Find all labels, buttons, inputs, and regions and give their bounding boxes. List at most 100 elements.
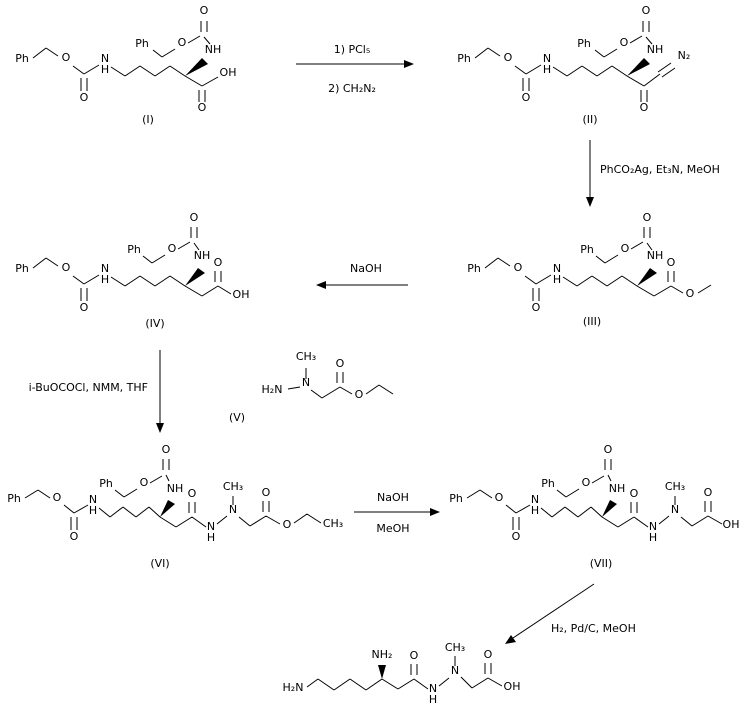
atom-nh: NH: [647, 43, 664, 56]
atom-nh2: NH₂: [372, 648, 393, 661]
atom-n: N: [451, 664, 459, 677]
atom-ph: Ph: [577, 37, 591, 50]
reaction-arrow-step6: H₂, Pd/C, MeOH: [505, 583, 636, 644]
atom-ch3: CH₃: [323, 517, 343, 530]
compound-final-product: H₂N NH₂ O N H N CH₃ O OH: [283, 641, 521, 706]
atom-n: N: [553, 262, 561, 275]
atom-nh: NH: [167, 482, 184, 495]
atom-h2n: H₂N: [262, 383, 283, 396]
atom-o: O: [630, 487, 639, 500]
atom-nh: NH: [647, 249, 664, 262]
atom-o: O: [704, 486, 713, 499]
atom-o: O: [667, 256, 676, 269]
atom-o: O: [188, 487, 197, 500]
compound-label-VII: (VII): [590, 557, 613, 570]
atom-h: H: [429, 693, 437, 706]
arrowhead-left-icon: [316, 281, 326, 289]
compound-VI-bonds: [24, 459, 322, 530]
atom-h: H: [89, 504, 97, 517]
atom-ch3: CH₃: [296, 350, 316, 363]
compound-VI: Ph O O N H NH O N H N CH₃ O O CH₃ O O Ph…: [7, 443, 343, 570]
atom-ph: Ph: [135, 37, 149, 50]
compound-III: Ph O O N H NH O O O O Ph (III): [467, 211, 712, 328]
condition-step5-line2: MeOH: [376, 522, 409, 535]
atom-h: H: [553, 273, 561, 286]
condition-step4: i-BuOCOCl, NMM, THF: [29, 381, 148, 394]
atom-o: O: [410, 649, 419, 662]
atom-o: O: [168, 242, 177, 255]
atom-ph: Ph: [99, 477, 113, 490]
stereo-wedge: [160, 500, 175, 517]
atom-nh: NH: [194, 249, 211, 262]
atom-h: H: [649, 531, 657, 544]
atom-o: O: [532, 301, 541, 314]
atom-o: O: [686, 287, 695, 300]
compound-II: Ph O O N H NH O N₂ O O Ph (II): [457, 4, 690, 126]
atom-n: N: [531, 493, 539, 506]
compound-V-bonds: [287, 368, 394, 399]
atom-oh: OH: [233, 288, 250, 301]
final-product-bonds: [306, 656, 503, 691]
reaction-arrow-step3: NaOH: [316, 262, 408, 289]
arrowhead-right-icon: [430, 508, 440, 516]
compound-label-III: (III): [583, 315, 601, 328]
atom-n: N: [89, 493, 97, 506]
atom-n: N: [429, 682, 437, 695]
atom-ch3: CH₃: [445, 641, 465, 654]
atom-o: O: [178, 36, 187, 49]
atom-o: O: [80, 91, 89, 104]
atom-nh: NH: [205, 43, 222, 56]
atom-ph: Ph: [7, 492, 21, 505]
stereo-wedge: [185, 58, 208, 76]
compound-label-VI: (VI): [150, 557, 169, 570]
arrow-line: [512, 583, 595, 639]
atom-ph: Ph: [127, 243, 141, 256]
reaction-arrow-step4: i-BuOCOCl, NMM, THF: [29, 350, 164, 433]
atom-o: O: [336, 357, 345, 370]
compound-label-II: (II): [582, 113, 597, 126]
atom-o: O: [190, 211, 199, 224]
compound-I: Ph O O N H NH O OH O O Ph (I): [15, 4, 236, 126]
atom-nh: NH: [609, 482, 626, 495]
condition-step1-line2: 2) CH₂N₂: [328, 82, 376, 95]
atom-o: O: [642, 4, 651, 17]
compound-I-bonds: [32, 21, 219, 102]
atom-o: O: [162, 443, 171, 456]
atom-n: N: [101, 262, 109, 275]
arrowhead-downleft-icon: [505, 635, 516, 644]
arrowhead-down-icon: [586, 197, 594, 207]
atom-oh: OH: [723, 518, 740, 531]
atom-o: O: [495, 491, 504, 504]
atom-o: O: [262, 486, 271, 499]
reaction-arrow-step5: NaOH MeOH: [354, 491, 440, 535]
arrowhead-down-icon: [156, 423, 164, 433]
atom-n: N: [207, 520, 215, 533]
atom-o: O: [200, 4, 209, 17]
atom-n: N: [671, 503, 679, 516]
compound-III-bonds: [484, 227, 712, 301]
atom-o: O: [484, 648, 493, 661]
atom-o: O: [62, 261, 71, 274]
atom-o: O: [514, 261, 523, 274]
stereo-wedge: [378, 665, 386, 679]
condition-step2: PhCO₂Ag, Et₃N, MeOH: [600, 163, 720, 176]
atom-o: O: [512, 530, 521, 543]
atom-h: H: [101, 63, 109, 76]
atom-ph: Ph: [467, 262, 481, 275]
atom-h: H: [101, 273, 109, 286]
atom-o: O: [70, 530, 79, 543]
stereo-wedge: [185, 268, 205, 286]
condition-step3: NaOH: [350, 262, 382, 275]
atom-ph: Ph: [457, 52, 471, 65]
atom-o: O: [640, 101, 649, 114]
atom-o: O: [283, 518, 292, 531]
atom-h2n: H₂N: [283, 681, 304, 694]
compound-VII: Ph O O N H NH O N H N CH₃ O OH O O Ph (V…: [449, 443, 739, 570]
atom-o: O: [604, 443, 613, 456]
atom-ph: Ph: [580, 243, 594, 256]
atom-ch3: CH₃: [223, 480, 243, 493]
atom-o: O: [643, 211, 652, 224]
atom-n2: N₂: [678, 49, 691, 62]
atom-o: O: [80, 301, 89, 314]
